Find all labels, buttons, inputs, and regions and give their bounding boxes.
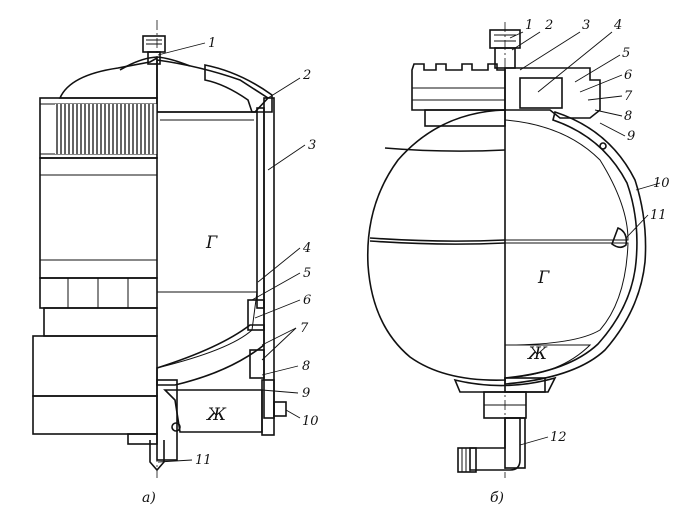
a-outer-wall (263, 97, 275, 419)
a-liquid-zone-label: Ж (206, 405, 227, 425)
b-callout-3: 3 (582, 18, 590, 33)
b-liquid-zone-label: Ж (527, 344, 548, 364)
b-gas-zone-label: Г (537, 268, 550, 288)
a-gas-zone-label: Г (205, 233, 218, 253)
b-callout-8: 8 (624, 109, 632, 124)
a-gas-chamber (156, 111, 258, 293)
a-callout-1: 1 (208, 36, 216, 51)
b-callout-4: 4 (613, 18, 622, 33)
a-callout-2: 2 (302, 68, 311, 83)
b-caption: б) (490, 490, 504, 506)
b-sphere-outside (366, 109, 506, 381)
a-callout-4: 4 (302, 241, 311, 256)
a-piston (156, 324, 265, 386)
a-callout-6: 6 (303, 293, 311, 308)
a-callout-8: 8 (302, 359, 310, 374)
a-dome-section (156, 59, 270, 113)
b-callout-5: 5 (622, 46, 630, 61)
a-dome-outside (58, 56, 158, 99)
b-callout-12: 12 (550, 430, 567, 445)
figure-b-labels: 1 2 3 4 5 6 7 8 9 10 11 12 Г Ж б) (490, 18, 670, 506)
b-callout-2: 2 (544, 18, 553, 33)
a-callout-10: 10 (302, 414, 319, 429)
b-callout-9: 9 (627, 129, 635, 144)
figure-b-drawing (366, 22, 661, 478)
b-callout-1: 1 (525, 18, 533, 33)
b-callout-7: 7 (624, 89, 633, 104)
b-elbow-fitting (469, 417, 521, 471)
figure-a-drawing (32, 20, 306, 478)
figure-a-labels: 1 2 3 4 5 6 7 8 9 10 11 Г Ж а) (142, 36, 319, 506)
b-top-flange (411, 63, 506, 111)
a-callout-11: 11 (195, 453, 212, 468)
a-callout-5: 5 (303, 266, 311, 281)
b-gas-chamber (504, 119, 629, 241)
b-callout-6: 6 (624, 68, 632, 83)
a-bottom-port (156, 379, 178, 461)
a-liquid-chamber (163, 389, 263, 433)
a-callout-7: 7 (300, 321, 309, 336)
b-callout-10: 10 (653, 176, 670, 191)
a-callout-3: 3 (308, 138, 316, 153)
a-caption: а) (142, 490, 156, 506)
b-liquid-chamber (504, 344, 592, 379)
a-callout-9: 9 (302, 386, 310, 401)
a-bottom-body (32, 335, 158, 397)
b-top-section (504, 67, 601, 119)
b-callout-11: 11 (650, 208, 667, 223)
b-shell (504, 110, 647, 385)
a-dome-wall (204, 64, 273, 113)
